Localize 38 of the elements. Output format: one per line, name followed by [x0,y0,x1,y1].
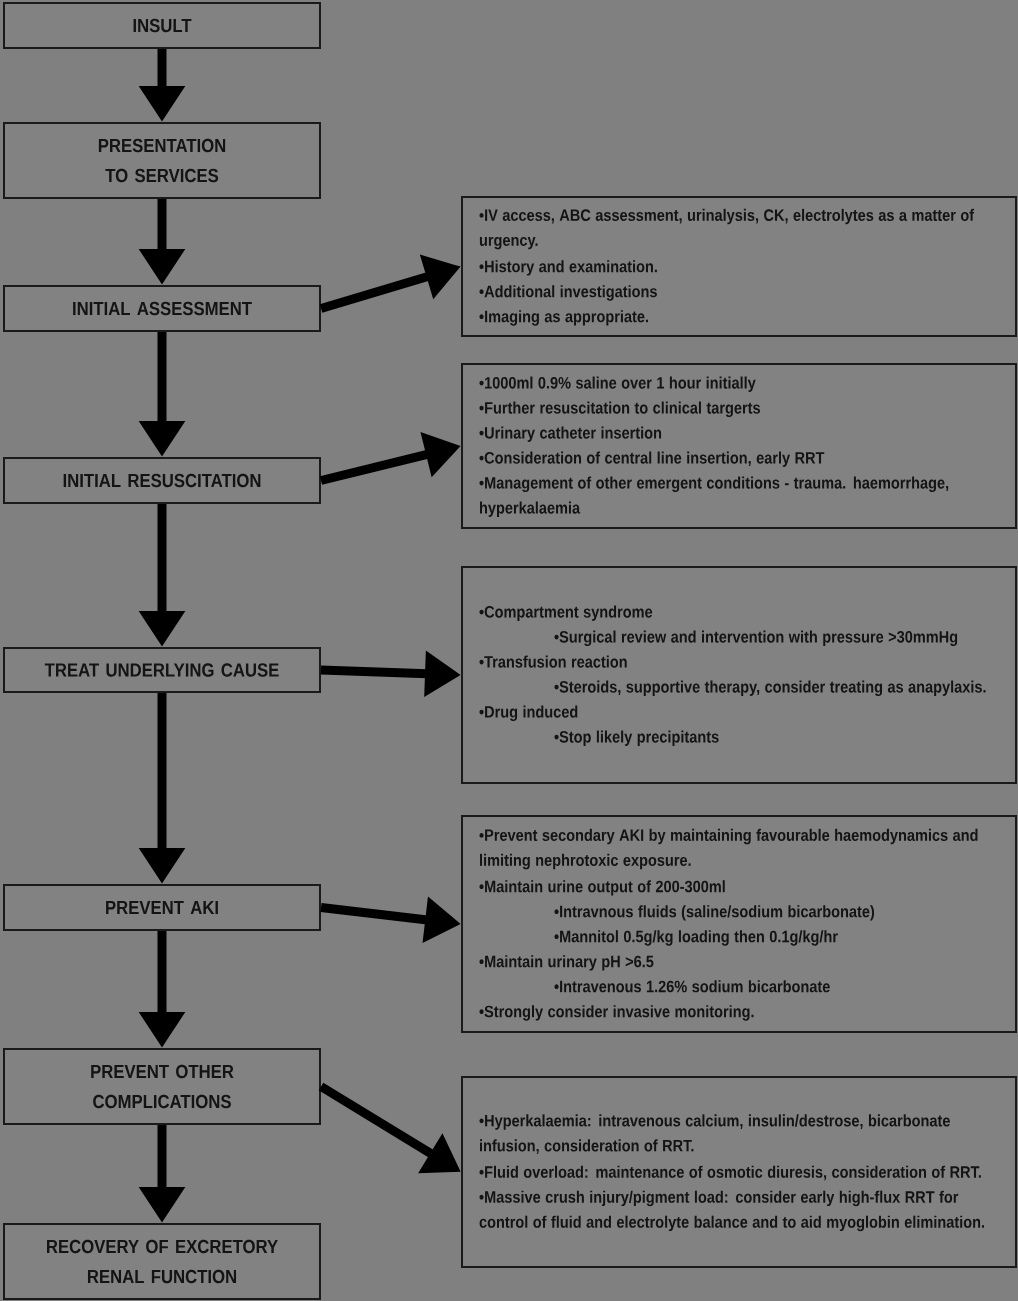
process-box: INSULT [3,2,321,49]
bullet-item: •1000ml 0.9% saline over 1 hour initially [479,376,756,392]
bullet-item: •Imaging as appropriate. [479,310,648,326]
bullet-item: •Maintain urinary pH >6.5 [479,955,654,971]
note-box [461,1076,1017,1268]
bullet-item: •Urinary catheter insertion [479,426,662,442]
process-box: RECOVERY OF EXCRETORY RENAL FUNCTION [3,1223,321,1300]
bullet-item: •Management of other emergent conditions - trauma. haemorrhage, hyperkalaemia [479,476,949,517]
note-box [461,566,1017,784]
bullet-item: •Massive crush injury/pigment load: consider early high-flux RRT for control of fluid and electrolyte balance and to aid myoglobin elimination. [479,1190,985,1232]
process-box: INITIAL ASSESSMENT [3,285,321,332]
bullet-item: •Prevent secondary AKI by maintaining favourable haemodynamics and limiting nephrotoxic exposure. [479,828,978,870]
bullet-item: •Drug induced [479,705,578,721]
bullet-item: •Additional investigations [479,285,657,301]
process-box: PREVENT OTHER COMPLICATIONS [3,1048,321,1125]
bullet-item: •Maintain urine output of 200-300ml [479,880,725,896]
process-box: PREVENT AKI [3,884,321,931]
bullet-item: •Transfusion reaction [479,655,627,668]
bullet-item: •Intravnous fluids (saline/sodium bicarbonate) [554,905,875,921]
process-box: TREAT UNDERLYING CAUSE [3,647,321,693]
bullet-item: •Strongly consider invasive monitoring. [479,1005,754,1021]
bullet-item: •Intravenous 1.26% sodium bicarbonate [554,980,830,993]
bullet-item: •Compartment syndrome [479,605,653,621]
bullet-item: •Stop likely precipitants [554,730,719,746]
bullet-item: •History and examination. [479,260,657,276]
bullet-item: •Fluid overload: maintenance of osmotic diuresis, consideration of RRT. [479,1165,981,1181]
bullet-item: •Mannitol 0.5g/kg loading then 0.1g/kg/hr [554,930,838,946]
bullet-item: •Steroids, supportive therapy, consider treating as anapylaxis. [554,680,986,696]
process-box: PRESENTATION TO SERVICES [3,122,321,199]
bullet-item: •IV access, ABC assessment, urinalysis, CK, electrolytes as a matter of urgency. [479,208,975,250]
note-box [461,363,1017,529]
bullet-item: •Consideration of central line insertion, early RRT [479,451,825,467]
note-box [461,196,1017,337]
note-box [461,815,1017,1033]
bullet-item: •Hyperkalaemia: intravenous calcium, insulin/destrose, bicarbonate infusion, consideration of RRT. [479,1114,950,1154]
bullet-item: •Further resuscitation to clinical targerts [479,401,760,417]
process-box: INITIAL RESUSCITATION [3,457,321,504]
bullet-item: •Surgical review and intervention with pressure >30mmHg [554,630,958,646]
